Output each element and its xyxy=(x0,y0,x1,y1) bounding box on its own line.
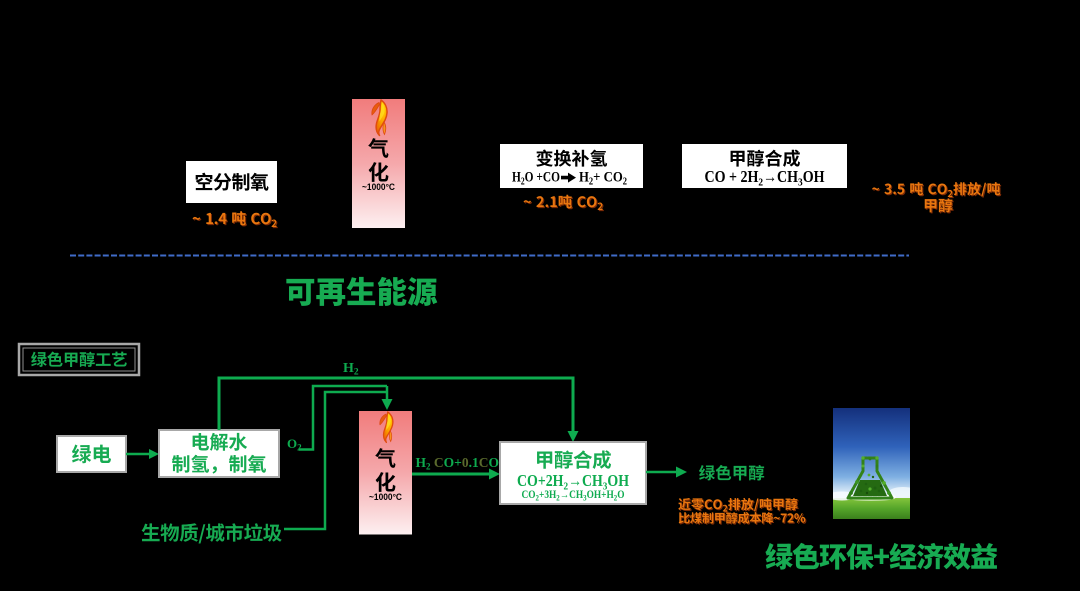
svg-text:~1000°C: ~1000°C xyxy=(362,182,395,193)
svg-text:H2 CO+0.1CO2: H2 CO+0.1CO2 xyxy=(416,455,504,472)
svg-text:CO + 2H2→CH3OH: CO + 2H2→CH3OH xyxy=(705,167,825,189)
svg-text:H2+ CO2: H2+ CO2 xyxy=(579,170,627,188)
svg-text:CO2+3H2→CH3OH+H2O: CO2+3H2→CH3OH+H2O xyxy=(522,489,625,503)
svg-text:~1000°C: ~1000°C xyxy=(369,492,402,503)
svg-text:CO+2H2→CH3OH: CO+2H2→CH3OH xyxy=(517,471,629,493)
svg-text:H2O +CO: H2O +CO xyxy=(512,170,560,188)
